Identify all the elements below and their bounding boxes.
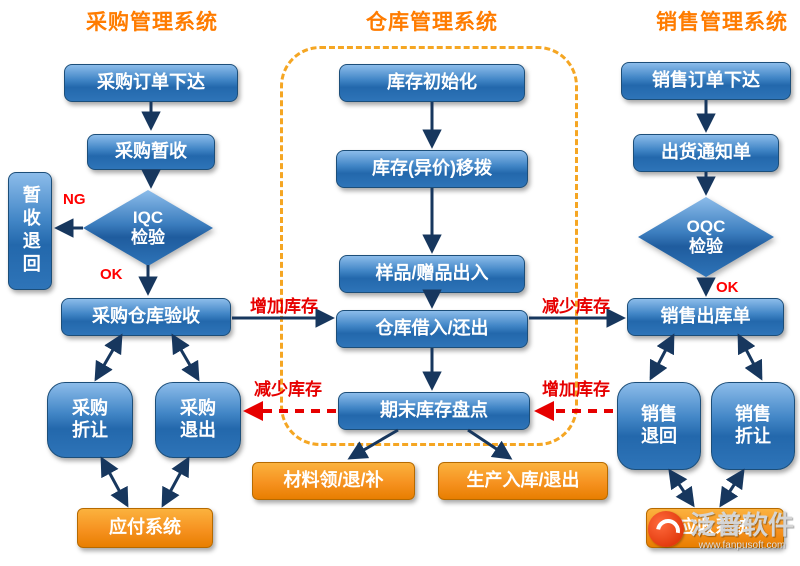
- node-stock-init: 库存初始化: [339, 64, 525, 102]
- node-period-end-count: 期末库存盘点: [338, 392, 530, 430]
- node-borrow-return: 仓库借入/还出: [336, 310, 528, 348]
- arrow-discount-payable: [100, 456, 129, 508]
- arrow-outbound-sales-discount: [737, 333, 763, 381]
- arrow-outbound-sales-return: [649, 333, 675, 381]
- oqc-ok-label: OK: [716, 279, 739, 296]
- warehouse-zone-border: [280, 46, 578, 446]
- node-production-inbound: 生产入库/退出: [438, 462, 608, 500]
- arrow-sales-return-receivable: [668, 468, 695, 508]
- node-sales-outbound-order: 销售出库单: [627, 298, 784, 336]
- flow-label-increase-stock-count: 增加库存: [542, 380, 610, 399]
- node-stock-transfer: 库存(异价)移拨: [336, 150, 528, 188]
- node-material-issue-return: 材料领/退/补: [252, 462, 415, 500]
- warehouse-system-title: 仓库管理系统: [366, 11, 498, 34]
- node-shipping-notice: 出货通知单: [633, 134, 779, 172]
- fanpusoft-watermark: 泛普软件 www.fanpusoft.com: [648, 511, 794, 551]
- arrow-return-payable: [161, 456, 190, 508]
- node-sales-return: 销售 退回: [617, 382, 701, 470]
- node-payable-system: 应付系统: [77, 508, 213, 548]
- node-temp-receipt-return: 暂收退回: [8, 172, 52, 290]
- node-purchase-warehouse-acceptance: 采购仓库验收: [61, 298, 231, 336]
- node-purchase-discount: 采购 折让: [47, 382, 133, 458]
- iqc-diamond-label: IQC 检验: [83, 190, 213, 266]
- fanpusoft-logo-icon: [648, 511, 684, 547]
- fanpusoft-brand-text: 泛普软件: [690, 510, 795, 540]
- arrow-sales-discount-receivable: [719, 468, 745, 508]
- iqc-ok-label: OK: [100, 266, 123, 283]
- purchase-system-title: 采购管理系统: [86, 11, 218, 34]
- sales-system-title: 销售管理系统: [656, 11, 788, 34]
- fanpusoft-watermark-texts: 泛普软件 www.fanpusoft.com: [690, 511, 794, 551]
- fanpusoft-url-text: www.fanpusoft.com: [698, 539, 786, 551]
- arrow-acceptance-return: [171, 333, 200, 382]
- arrow-acceptance-discount: [94, 333, 123, 382]
- node-purchase-order-release: 采购订单下达: [64, 64, 238, 102]
- oqc-diamond-label: OQC 检验: [638, 197, 774, 277]
- flow-label-decrease-stock-sales: 减少库存: [542, 297, 610, 316]
- iqc-decision-diamond: IQC 检验: [83, 190, 213, 266]
- oqc-decision-diamond: OQC 检验: [638, 197, 774, 277]
- node-sales-discount: 销售 折让: [711, 382, 795, 470]
- node-purchase-temp-receipt: 采购暂收: [87, 134, 215, 170]
- flow-label-decrease-stock-count: 减少库存: [254, 380, 322, 399]
- node-purchase-return: 采购 退出: [155, 382, 241, 458]
- node-sample-gift: 样品/赠品出入: [339, 255, 525, 293]
- node-sales-order-release: 销售订单下达: [621, 62, 791, 100]
- flow-label-increase-stock-purchase: 增加库存: [250, 297, 318, 316]
- iqc-ng-label: NG: [63, 191, 86, 208]
